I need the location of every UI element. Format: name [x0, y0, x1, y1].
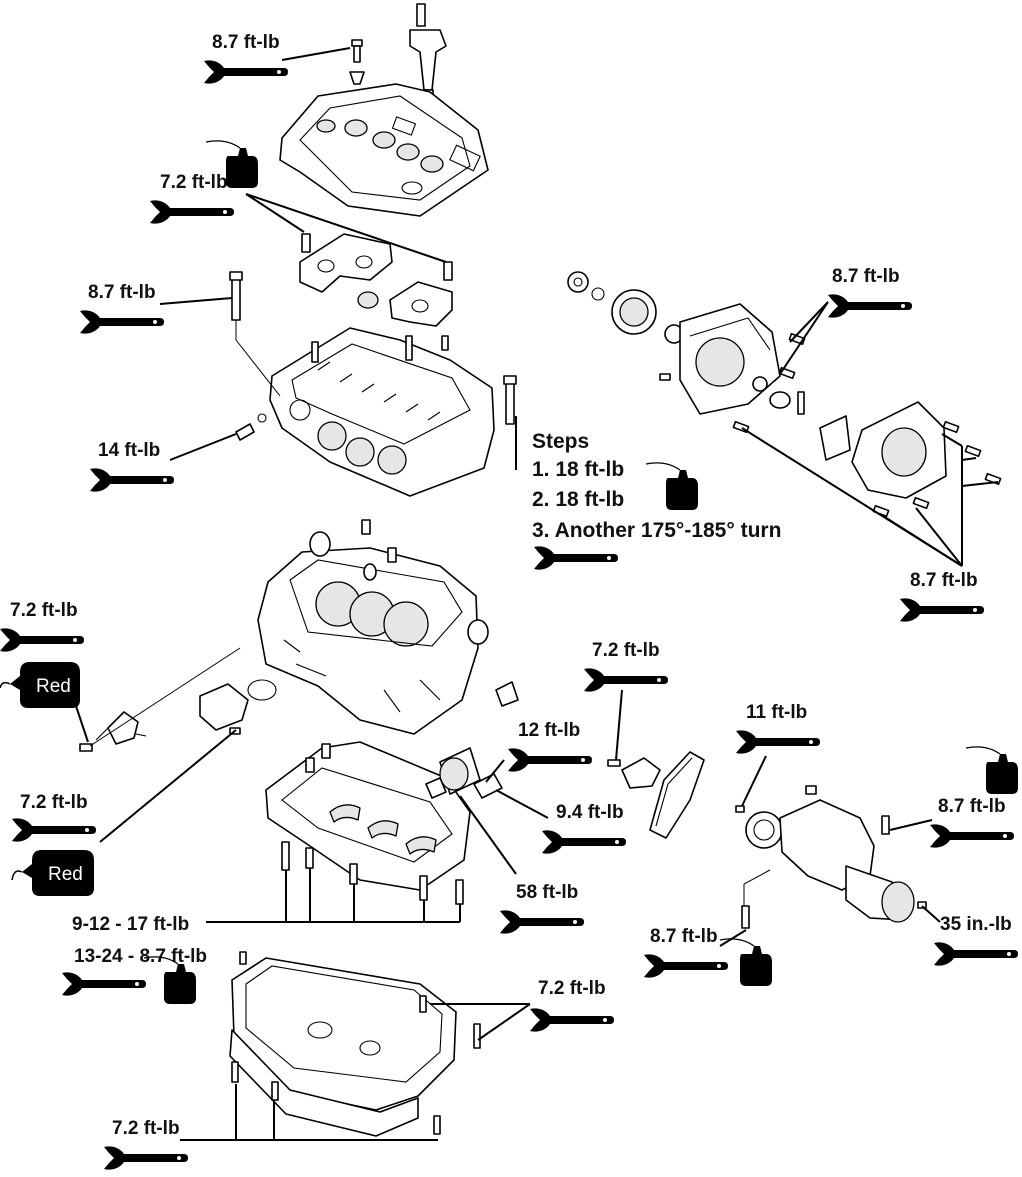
torque-wrench-icon	[900, 598, 984, 622]
threadlocker-2: Red	[11, 850, 94, 896]
head-bolts	[229, 233, 517, 441]
threadlocker-label: Red	[36, 676, 71, 697]
oil-bottle-icon	[645, 462, 699, 511]
threadlocker-bottle-icon	[10, 662, 80, 708]
torque-label: 11 ft-lb	[746, 702, 807, 723]
torque-wrench-icon	[736, 730, 820, 754]
torque-wrench-icon	[90, 468, 174, 492]
torque-wrench-icon	[500, 910, 584, 934]
torque-wrench-icon	[80, 310, 164, 334]
torque-wrench-icon	[930, 824, 1014, 848]
camshaft-caps	[299, 233, 453, 327]
torque-wrench-icon	[542, 830, 626, 854]
steps-item: 2. 18 ft-lb	[532, 488, 624, 511]
oil-bottle-icon	[965, 746, 1019, 795]
steps-item: 1. 18 ft-lb	[532, 458, 624, 481]
torque-label: 8.7 ft-lb	[910, 570, 978, 591]
torque-wrench-icon	[12, 818, 96, 842]
torque-label: 14 ft-lb	[98, 440, 160, 461]
torque-label: 7.2 ft-lb	[160, 172, 228, 193]
torque-wrench-icon	[828, 294, 912, 318]
torque-wrench-icon	[534, 546, 618, 570]
torque-label: 8.7 ft-lb	[832, 266, 900, 287]
steps-item: 3. Another 175°-185° turn	[532, 519, 781, 542]
crankcase	[265, 741, 471, 891]
engine-block	[247, 519, 519, 735]
timing-chain	[607, 751, 705, 839]
oil-bottle-icon	[719, 938, 773, 987]
torque-label: 7.2 ft-lb	[112, 1118, 180, 1139]
torque-label: 8.7 ft-lb	[938, 796, 1006, 817]
water-pump	[567, 271, 1002, 518]
torque-label: 8.7 ft-lb	[650, 926, 718, 947]
torque-label: 8.7 ft-lb	[212, 32, 280, 53]
torque-label: 7.2 ft-lb	[20, 792, 88, 813]
cylinder-head	[269, 327, 495, 497]
steps-title: Steps	[532, 430, 589, 453]
torque-label: 7.2 ft-lb	[10, 600, 78, 621]
torque-wrench-icon	[150, 200, 234, 224]
torque-labels: 8.7 ft-lb 7.2 ft-lb 8.7 ft-lb 14 ft-lb 8…	[10, 32, 1012, 1139]
oil-pan	[229, 951, 481, 1137]
torque-label: 7.2 ft-lb	[538, 978, 606, 999]
torque-label: 8.7 ft-lb	[88, 282, 156, 303]
torque-wrench-icon	[0, 628, 84, 652]
torque-wrench-icon	[934, 942, 1018, 966]
torque-wrench-icon	[530, 1008, 614, 1032]
torque-wrench-icon	[584, 668, 668, 692]
torque-label: 13-24 - 8.7 ft-lb	[74, 946, 207, 967]
torque-wrench-icon	[104, 1146, 188, 1170]
torque-label: 9-12 - 17 ft-lb	[72, 914, 189, 935]
leader-lines	[73, 47, 999, 1141]
torque-wrench-icon	[508, 748, 592, 772]
threadlocker-label: Red	[48, 864, 83, 885]
torque-label: 58 ft-lb	[516, 882, 578, 903]
valve-cover	[279, 83, 489, 217]
torque-label: 35 in.-lb	[940, 914, 1012, 935]
threadlocker-1: Red	[0, 662, 80, 708]
torque-label: 9.4 ft-lb	[556, 802, 624, 823]
torque-label: 12 ft-lb	[518, 720, 580, 741]
torque-wrench-icon	[62, 972, 146, 996]
torque-wrench-icon	[204, 60, 288, 84]
oil-filter	[425, 747, 503, 799]
oil-pump	[735, 785, 927, 929]
torque-label: 7.2 ft-lb	[592, 640, 660, 661]
cover-bolt	[349, 39, 365, 85]
threadlocker-bottle-icon	[22, 850, 94, 896]
torque-wrench-icon	[644, 954, 728, 978]
tightening-steps: Steps 1. 18 ft-lb 2. 18 ft-lb 3. Another…	[532, 430, 781, 542]
